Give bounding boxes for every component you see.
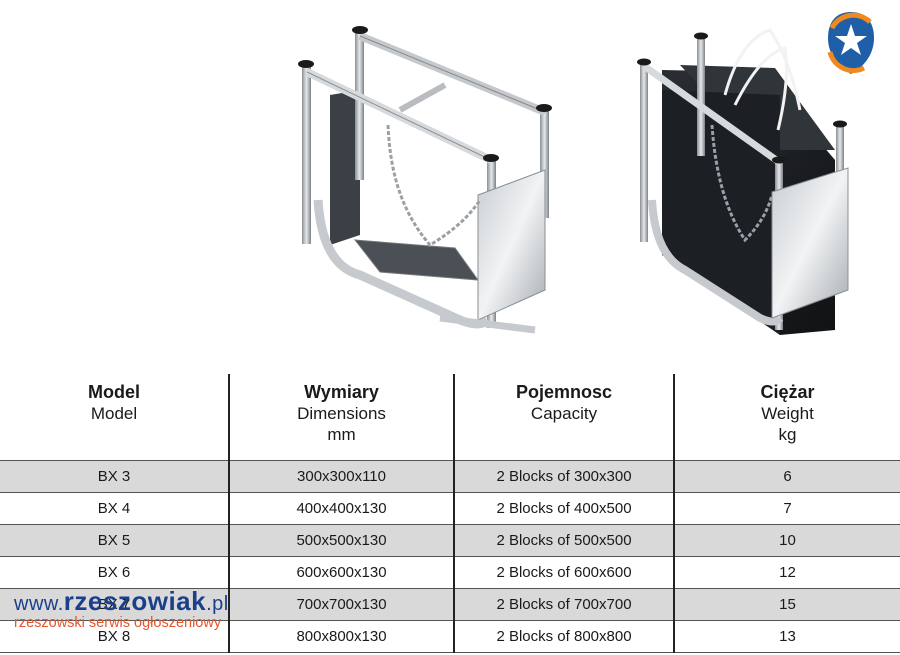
cell-dimensions: 600x600x130: [228, 556, 454, 589]
cell-weight: 15: [673, 588, 900, 621]
product-photos: [298, 26, 849, 335]
cell-weight: 7: [673, 492, 900, 525]
header-capacity: Pojemnosc Capacity: [453, 374, 674, 461]
cell-model: BX 5: [0, 524, 229, 557]
header-weight: Ciężar Weight kg: [673, 374, 900, 461]
table-row: BX 6 600x600x130 2 Blocks of 600x600 12: [0, 556, 900, 589]
table-row: BX 3 300x300x110 2 Blocks of 300x300 6: [0, 460, 900, 493]
watermark-brand: rzeszowiak: [63, 586, 207, 616]
cell-weight: 13: [673, 620, 900, 653]
cell-model: BX 6: [0, 556, 229, 589]
header-model-en: Model: [90, 404, 138, 423]
cell-dimensions: 300x300x110: [228, 460, 454, 493]
cell-weight: 10: [673, 524, 900, 557]
watermark-url: www.rzeszowiak.pl: [14, 586, 274, 617]
header-capacity-pl: Pojemnosc: [515, 382, 613, 402]
cell-model: BX 8: [0, 620, 229, 653]
table-header-row: Model Model Wymiary Dimensions mm Pojemn…: [0, 374, 900, 461]
cell-model: BX 4: [0, 492, 229, 525]
header-model-pl: Model: [88, 382, 140, 402]
table-row: BX 5 500x500x130 2 Blocks of 500x500 10: [0, 524, 900, 557]
cell-dimensions: 400x400x130: [228, 492, 454, 525]
cell-capacity: 2 Blocks of 500x500: [453, 524, 674, 557]
right-photo-frame: [637, 28, 849, 335]
header-dimensions-en: Dimensions: [297, 404, 386, 423]
watermark-www: www.: [14, 593, 64, 615]
header-dimensions-unit: mm: [327, 425, 356, 444]
cell-model: BX 3: [0, 460, 229, 493]
spec-table: Model Model Wymiary Dimensions mm Pojemn…: [0, 374, 900, 653]
shield-cross-logo-icon: [827, 12, 874, 74]
cell-model: BX 7: [0, 588, 229, 621]
cell-dimensions: 800x800x130: [228, 620, 454, 653]
header-weight-en: Weight: [761, 404, 814, 423]
cell-capacity: 2 Blocks of 400x500: [453, 492, 674, 525]
cell-weight: 6: [673, 460, 900, 493]
left-photo-frame: [298, 26, 552, 334]
table-row: BX 7 700x700x130 2 Blocks of 700x700 15: [0, 588, 900, 621]
cell-dimensions: 700x700x130: [228, 588, 454, 621]
cell-dimensions: 500x500x130: [228, 524, 454, 557]
table-row: BX 4 400x400x130 2 Blocks of 400x500 7: [0, 492, 900, 525]
header-dimensions-pl: Wymiary: [304, 382, 379, 402]
table-row: BX 8 800x800x130 2 Blocks of 800x800 13: [0, 620, 900, 653]
watermark-tagline: rzeszowski serwis ogłoszeniowy: [14, 615, 222, 631]
cell-capacity: 2 Blocks of 700x700: [453, 588, 674, 621]
header-capacity-en: Capacity: [530, 404, 598, 423]
watermark-tld: .pl: [206, 593, 229, 615]
cell-weight: 12: [673, 556, 900, 589]
header-model: Model Model: [0, 374, 229, 461]
header-weight-pl: Ciężar: [760, 382, 815, 402]
watermark: www.rzeszowiak.pl rzeszowski serwis ogło…: [14, 586, 274, 641]
cell-capacity: 2 Blocks of 300x300: [453, 460, 674, 493]
cell-capacity: 2 Blocks of 800x800: [453, 620, 674, 653]
header-dimensions: Wymiary Dimensions mm: [228, 374, 454, 461]
cell-capacity: 2 Blocks of 600x600: [453, 556, 674, 589]
header-weight-unit: kg: [778, 425, 797, 444]
